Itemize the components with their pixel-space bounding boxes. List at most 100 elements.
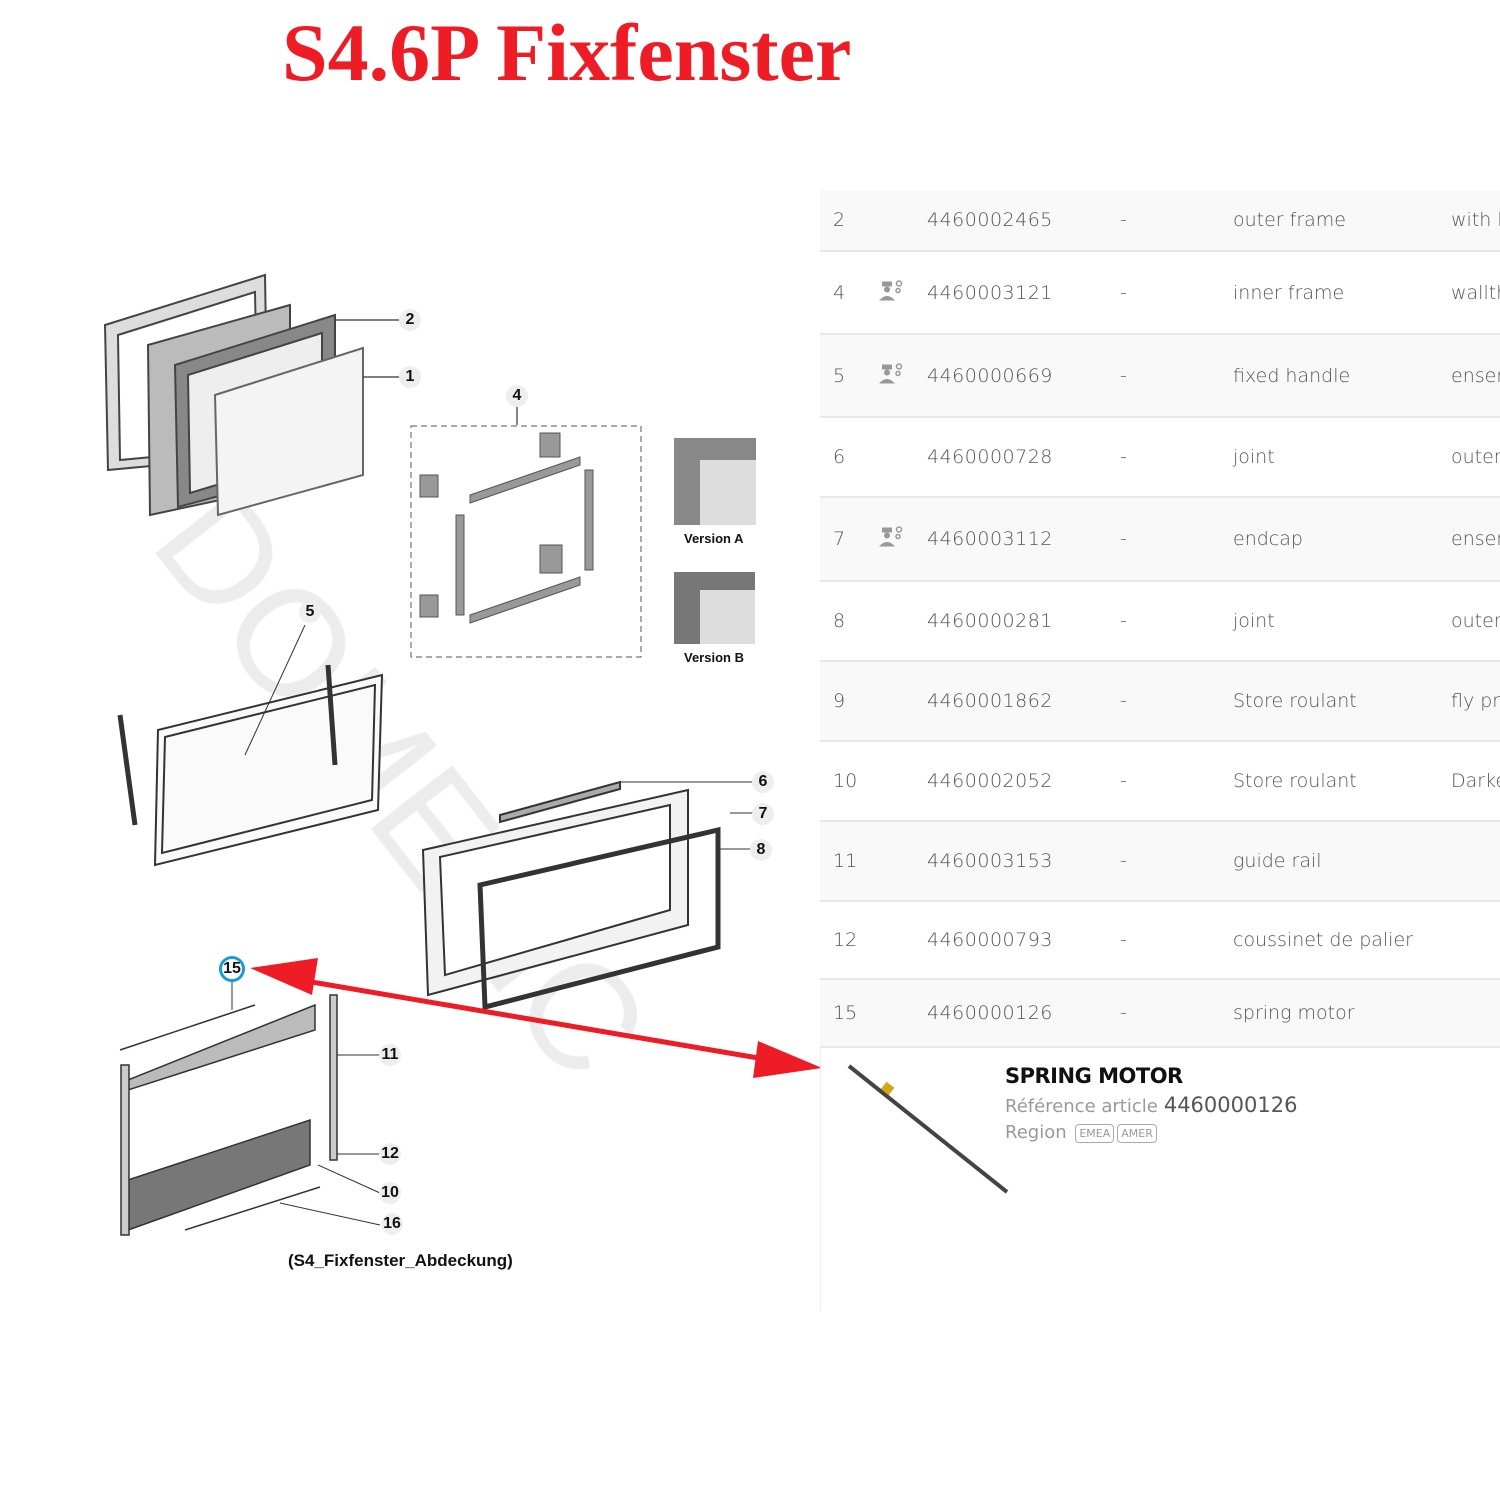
service-technician-icon	[878, 279, 904, 306]
exploded-parts-diagram: 2 1 4 5 6 7 8 15 11 12 10 16 Version A V…	[0, 185, 820, 1310]
position-number: 8	[833, 610, 846, 632]
dash-cell: -	[1120, 770, 1127, 792]
dash-cell: -	[1120, 528, 1127, 550]
service-technician-icon	[878, 526, 904, 553]
position-number: 9	[833, 690, 846, 712]
red-arrow	[250, 958, 820, 1078]
position-number: 10	[833, 770, 858, 792]
table-row[interactable]: 12 4460000793 - coussinet de palier	[820, 902, 1500, 980]
part-description: inner frame	[1233, 281, 1345, 304]
callout-6: 6	[752, 771, 774, 793]
part-number: 4460002052	[927, 770, 1053, 792]
roller-blind-drawing	[119, 980, 381, 1236]
spring-motor-image	[847, 1064, 1009, 1194]
dash-cell: -	[1120, 850, 1127, 872]
part-number: 4460000126	[927, 1002, 1053, 1024]
position-number: 4	[833, 281, 846, 304]
callout-2: 2	[399, 309, 421, 331]
dash-cell: -	[1120, 209, 1127, 231]
position-number: 7	[833, 528, 846, 550]
table-row[interactable]: 10 4460002052 - Store roulant Darke	[820, 742, 1500, 822]
part-description: coussinet de palier	[1233, 929, 1413, 951]
callout-7: 7	[752, 803, 774, 825]
part-extra: Darke	[1451, 770, 1500, 792]
callout-4: 4	[506, 385, 528, 407]
part-number: 4460003112	[927, 528, 1053, 550]
region-badge-emea: EMEA	[1075, 1123, 1115, 1143]
reference-label: Référence article	[1005, 1096, 1158, 1117]
service-technician-icon	[878, 362, 904, 389]
position-number: 11	[833, 850, 858, 872]
reference-value: 4460000126	[1163, 1093, 1298, 1117]
callout-16: 16	[381, 1213, 403, 1235]
part-number: 4460000728	[927, 446, 1053, 468]
part-extra: enser	[1451, 528, 1500, 550]
part-description: endcap	[1233, 528, 1303, 550]
part-number: 4460003153	[927, 850, 1053, 872]
callout-12: 12	[379, 1143, 401, 1165]
position-number: 2	[833, 209, 846, 231]
table-row[interactable]: 2 4460002465 - outer frame with h	[820, 190, 1500, 252]
dash-cell: -	[1120, 281, 1127, 304]
part-description: joint	[1233, 446, 1275, 468]
region-label: Region	[1005, 1122, 1067, 1143]
position-number: 5	[833, 364, 846, 387]
part-description: Store roulant	[1233, 690, 1357, 712]
part-name: SPRING MOTOR	[1005, 1064, 1183, 1088]
part-extra: outer	[1451, 446, 1500, 468]
handle-panel-drawing	[117, 624, 384, 867]
inner-frame-box	[410, 425, 642, 658]
part-number: 4460000669	[927, 364, 1053, 387]
callout-10: 10	[379, 1182, 401, 1204]
part-number: 4460003121	[927, 281, 1053, 304]
part-extra: with h	[1451, 209, 1500, 231]
table-row[interactable]: 6 4460000728 - joint outer	[820, 418, 1500, 498]
version-b-image	[674, 572, 755, 644]
part-extra: enser	[1451, 364, 1500, 387]
part-extra: outer	[1451, 610, 1500, 632]
part-description: fixed handle	[1233, 364, 1351, 387]
table-row[interactable]: 8 4460000281 - joint outer	[820, 582, 1500, 662]
position-number: 6	[833, 446, 846, 468]
table-row[interactable]: 7 4460003112 - endcap enser	[820, 498, 1500, 582]
inner-frame-parts	[419, 432, 594, 624]
dash-cell: -	[1120, 929, 1127, 951]
part-description: Store roulant	[1233, 770, 1357, 792]
table-row[interactable]: 5 4460000669 - fixed handle enser	[820, 335, 1500, 418]
part-number: 4460000281	[927, 610, 1053, 632]
version-a-image	[674, 438, 756, 525]
callout-15-highlighted: 15	[219, 956, 245, 982]
page-title: S4.6P Fixfenster	[282, 7, 852, 98]
diagram-caption: (S4_Fixfenster_Abdeckung)	[288, 1251, 513, 1270]
part-extra: wallth	[1451, 281, 1500, 304]
part-number: 4460002465	[927, 209, 1053, 231]
table-row[interactable]: 4 4460003121 - inner frame wallth	[820, 252, 1500, 335]
part-extra: fly pro	[1451, 690, 1500, 712]
part-number: 4460000793	[927, 929, 1053, 951]
position-number: 15	[833, 1002, 858, 1024]
callout-11: 11	[379, 1044, 401, 1066]
window-frame-drawing	[421, 780, 755, 1011]
part-description: joint	[1233, 610, 1275, 632]
callout-5: 5	[299, 601, 321, 623]
region-badge-amer: AMER	[1117, 1123, 1157, 1143]
callout-1: 1	[399, 366, 421, 388]
part-number: 4460001862	[927, 690, 1053, 712]
parts-table: 2 4460002465 - outer frame with h 4 4460003121…	[820, 190, 1500, 1048]
position-number: 12	[833, 929, 858, 951]
dash-cell: -	[1120, 364, 1127, 387]
part-description: outer frame	[1233, 209, 1346, 231]
version-b-label: Version B	[684, 650, 744, 665]
dash-cell: -	[1120, 1002, 1127, 1024]
dash-cell: -	[1120, 610, 1127, 632]
dash-cell: -	[1120, 446, 1127, 468]
outer-frame-drawing	[103, 273, 364, 517]
table-row[interactable]: 15 4460000126 - spring motor	[820, 980, 1500, 1048]
callout-8: 8	[750, 839, 772, 861]
part-description: spring motor	[1233, 1002, 1355, 1024]
